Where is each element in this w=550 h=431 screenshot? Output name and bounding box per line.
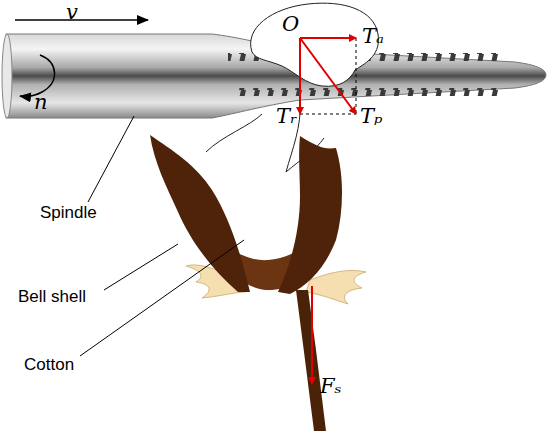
force-arrow (311, 286, 313, 384)
bell-shell (278, 136, 342, 294)
force-symbol: Tₚ (360, 106, 382, 127)
cotton-fiber-base (306, 270, 366, 304)
spindle-end (2, 34, 12, 118)
leader-line (80, 240, 244, 356)
force-arrow (299, 38, 301, 114)
rotation-symbol: n (34, 92, 48, 113)
part-label: Bell shell (18, 288, 86, 305)
force-symbol: Tₐ (362, 26, 384, 47)
velocity-arrow (15, 19, 148, 21)
dashed-guide (300, 114, 356, 115)
cotton-fluff (251, 3, 379, 86)
force-symbol: Fₛ (320, 376, 342, 397)
spindle-teeth (236, 88, 498, 96)
leader-line (104, 244, 178, 290)
part-label: Cotton (24, 356, 74, 373)
dashed-guide (356, 38, 357, 114)
velocity-symbol: v (66, 2, 78, 23)
force-symbol: Tᵣ (276, 106, 297, 127)
force-arrow (300, 37, 356, 39)
part-label: Spindle (40, 204, 97, 221)
rotation-arrow (20, 55, 55, 96)
point-label: O (282, 14, 299, 35)
bell-shell (150, 135, 250, 292)
leader-line (88, 116, 134, 202)
cotton-fiber (206, 114, 262, 152)
force-arrow (300, 38, 356, 114)
